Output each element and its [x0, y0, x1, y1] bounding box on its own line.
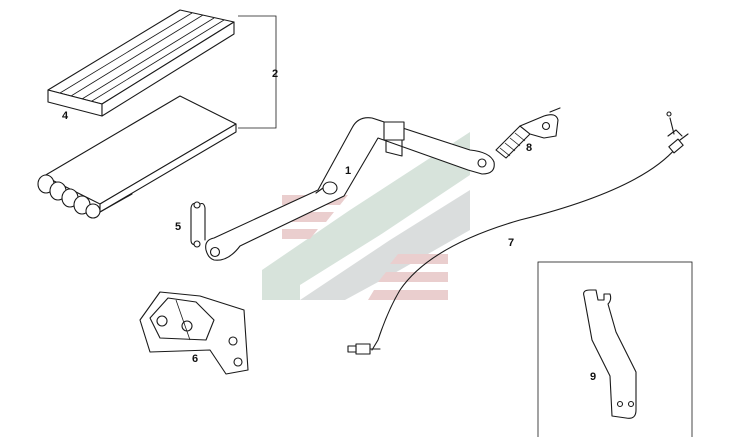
label-part-2: 2	[272, 68, 278, 80]
part-6-mounting-bracket	[139, 291, 249, 375]
part-2-bracket-line	[238, 15, 277, 129]
watermark-stripe-5	[378, 272, 448, 282]
part-4-pedal-pad	[47, 9, 235, 117]
part-9-support-bracket	[583, 289, 637, 419]
part-7-cable	[347, 111, 689, 355]
watermark-stripe-4	[390, 254, 448, 264]
part-1-pedal-lever	[205, 117, 495, 261]
label-part-6: 6	[192, 353, 198, 365]
label-part-4: 4	[62, 110, 69, 122]
label-part-1: 1	[345, 165, 351, 177]
label-part-9: 9	[590, 371, 596, 383]
label-part-7: 7	[508, 237, 514, 249]
part-8-clevis	[495, 107, 561, 159]
part-9-frame	[537, 261, 693, 437]
chevron-logo-watermark-icon	[262, 132, 470, 300]
watermark-chevron-upper	[262, 132, 470, 300]
watermark-stripe-6	[368, 290, 448, 300]
part-5-clip	[190, 201, 206, 248]
label-part-8: 8	[526, 142, 532, 154]
watermark-stripe-3	[282, 229, 318, 239]
label-part-5: 5	[175, 221, 181, 233]
part-2-pedal-plate	[37, 95, 237, 219]
watermark-chevron-lower	[300, 190, 470, 300]
